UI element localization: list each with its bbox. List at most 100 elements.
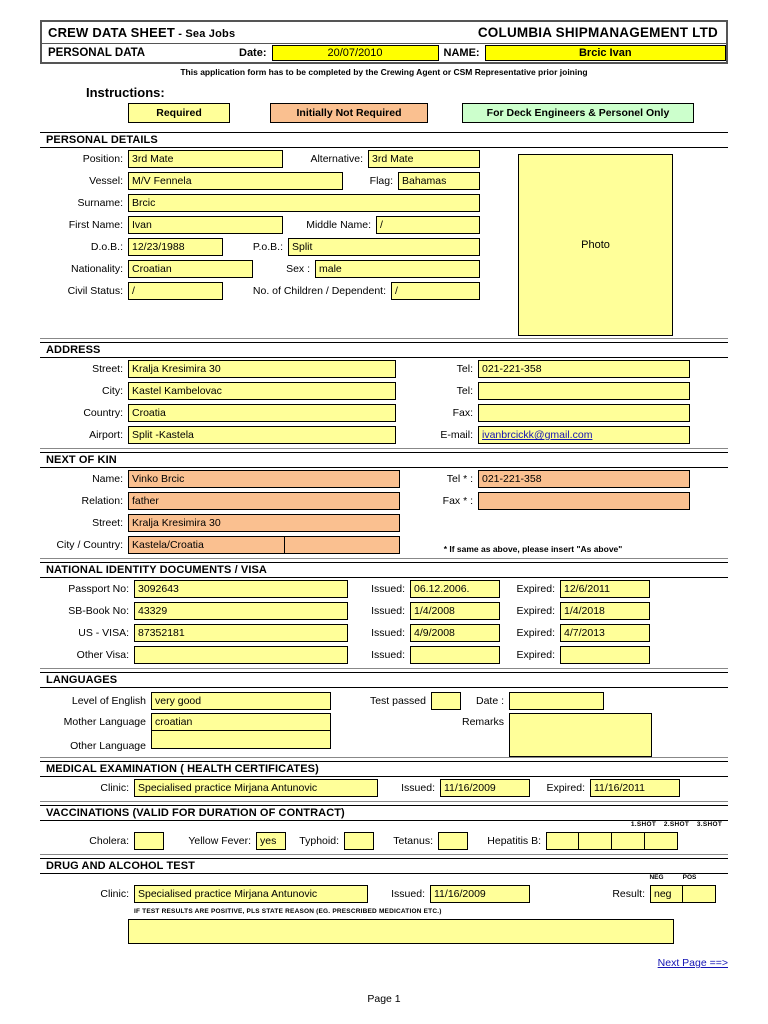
nok-relation-field[interactable]: father [128,492,400,510]
usvisa-expired-field[interactable]: 4/7/2013 [560,624,650,642]
position-field[interactable]: 3rd Mate [128,150,283,168]
nok-city-country-field[interactable]: Kastela/Croatia [128,536,285,554]
passport-field[interactable]: 3092643 [134,580,348,598]
yellow-fever-field[interactable]: yes [256,832,286,850]
civil-status-label: Civil Status: [67,285,123,297]
sbbook-issued-label: Issued: [371,605,405,617]
pob-label: P.o.B.: [252,241,283,253]
hepatitis-shot-0-field[interactable] [546,832,579,850]
nok-city-country-label: City / Country: [56,539,123,551]
company-name: COLUMBIA SHIPMANAGEMENT LTD [477,25,718,40]
drug-reason-field[interactable] [128,918,674,944]
next-page-link[interactable]: Next Page ==> [657,957,728,969]
civil-status-field[interactable]: / [128,282,223,300]
hepatitis-b-shots [546,832,678,850]
medical-expired-label: Expired: [546,782,585,794]
tel2-field[interactable] [478,382,690,400]
date-label: Date: [239,47,267,59]
level-english-field[interactable]: very good [151,691,331,710]
usvisa-field[interactable]: 87352181 [134,624,348,642]
nationality-field[interactable]: Croatian [128,260,253,278]
children-field[interactable]: / [391,282,480,300]
section-drug-alcohol: DRUG AND ALCOHOL TEST [40,858,728,874]
usvisa-issued-field[interactable]: 4/9/2008 [410,624,500,642]
yellow-fever-label: Yellow Fever: [188,835,251,847]
level-english-label: Level of English [71,694,146,707]
street-field[interactable]: Kralja Kresimira 30 [128,360,396,378]
sbbook-field[interactable]: 43329 [134,602,348,620]
mother-language-field[interactable]: croatian [151,713,331,731]
street-label: Street: [92,363,123,375]
first-name-field[interactable]: Ivan [128,216,283,234]
document-title-main: CREW DATA SHEET [48,25,175,40]
remarks-field[interactable] [509,713,652,757]
fax-field[interactable] [478,404,690,422]
other-language-field[interactable] [151,731,331,749]
nok-name-field[interactable]: Vinko Brcic [128,470,400,488]
nok-fax-field[interactable] [478,492,690,510]
sbbook-issued-field[interactable]: 1/4/2008 [410,602,500,620]
drug-issued-field[interactable]: 11/16/2009 [430,885,530,903]
identity-row-othervisa: Other Visa: Issued: Expired: [46,644,728,666]
medical-issued-field[interactable]: 11/16/2009 [440,779,530,797]
drug-result-neg-field[interactable]: neg [650,885,683,903]
drug-result-label: Result: [612,888,645,900]
passport-issued-field[interactable]: 06.12.2006. [410,580,500,598]
city-field[interactable]: Kastel Kambelovac [128,382,396,400]
dob-field[interactable]: 12/23/1988 [128,238,223,256]
drug-clinic-label: Clinic: [100,888,129,900]
nok-tel-label: Tel * : [446,473,473,485]
date-field[interactable]: 20/07/2010 [271,45,439,61]
hepatitis-shot-3-field[interactable] [645,832,678,850]
nok-tel-field[interactable]: 021-221-358 [478,470,690,488]
typhoid-field[interactable] [344,832,374,850]
alternative-field[interactable]: 3rd Mate [368,150,480,168]
middle-name-field[interactable]: / [376,216,480,234]
tetanus-field[interactable] [438,832,468,850]
email-label: E-mail: [440,429,473,441]
airport-field[interactable]: Split -Kastela [128,426,396,444]
sbbook-expired-field[interactable]: 1/4/2018 [560,602,650,620]
pob-field[interactable]: Split [288,238,480,256]
email-link[interactable]: ivanbrcickk@gmail.com [482,429,593,441]
airport-label: Airport: [89,429,123,441]
section-medical: MEDICAL EXAMINATION ( HEALTH CERTIFICATE… [40,761,728,777]
flag-field[interactable]: Bahamas [398,172,480,190]
drug-result-pos-field[interactable] [683,885,716,903]
shot-3-header: 3.SHOT [696,821,723,828]
sbbook-label: SB-Book No: [68,605,129,617]
tel1-field[interactable]: 021-221-358 [478,360,690,378]
passport-expired-field[interactable]: 12/6/2011 [560,580,650,598]
cholera-label: Cholera: [89,835,129,847]
drug-clinic-field[interactable]: Specialised practice Mirjana Antunovic [134,885,368,903]
surname-label: Surname: [77,197,123,209]
test-passed-field[interactable] [431,691,461,710]
country-field[interactable]: Croatia [128,404,396,422]
nok-street-field[interactable]: Kralja Kresimira 30 [128,514,400,532]
name-field[interactable]: Brcic Ivan [484,45,726,61]
test-date-field[interactable] [509,691,604,710]
document-title: CREW DATA SHEET - Sea Jobs [42,22,478,43]
drug-test-note: IF TEST RESULTS ARE POSITIVE, PLS STATE … [134,908,442,915]
identity-row-passport: Passport No: 3092643 Issued: 06.12.2006.… [46,578,728,600]
photo-placeholder[interactable]: Photo [518,154,673,336]
nok-relation-label: Relation: [81,495,123,507]
test-passed-label: Test passed [369,694,426,707]
remarks-label: Remarks [461,716,504,728]
othervisa-issued-field[interactable] [410,646,500,664]
medical-expired-field[interactable]: 11/16/2011 [590,779,680,797]
cholera-field[interactable] [134,832,164,850]
nok-city-country-field-2[interactable] [285,536,400,554]
sex-field[interactable]: male [315,260,480,278]
othervisa-expired-field[interactable] [560,646,650,664]
hepatitis-shot-1-field[interactable] [579,832,612,850]
email-field[interactable]: ivanbrcickk@gmail.com [478,426,690,444]
usvisa-issued-label: Issued: [371,627,405,639]
medical-clinic-field[interactable]: Specialised practice Mirjana Antunovic [134,779,378,797]
othervisa-field[interactable] [134,646,348,664]
vessel-field[interactable]: M/V Fennela [128,172,343,190]
surname-field[interactable]: Brcic [128,194,480,212]
hepatitis-shot-2-field[interactable] [612,832,645,850]
document-header: CREW DATA SHEET - Sea Jobs COLUMBIA SHIP… [40,20,728,64]
